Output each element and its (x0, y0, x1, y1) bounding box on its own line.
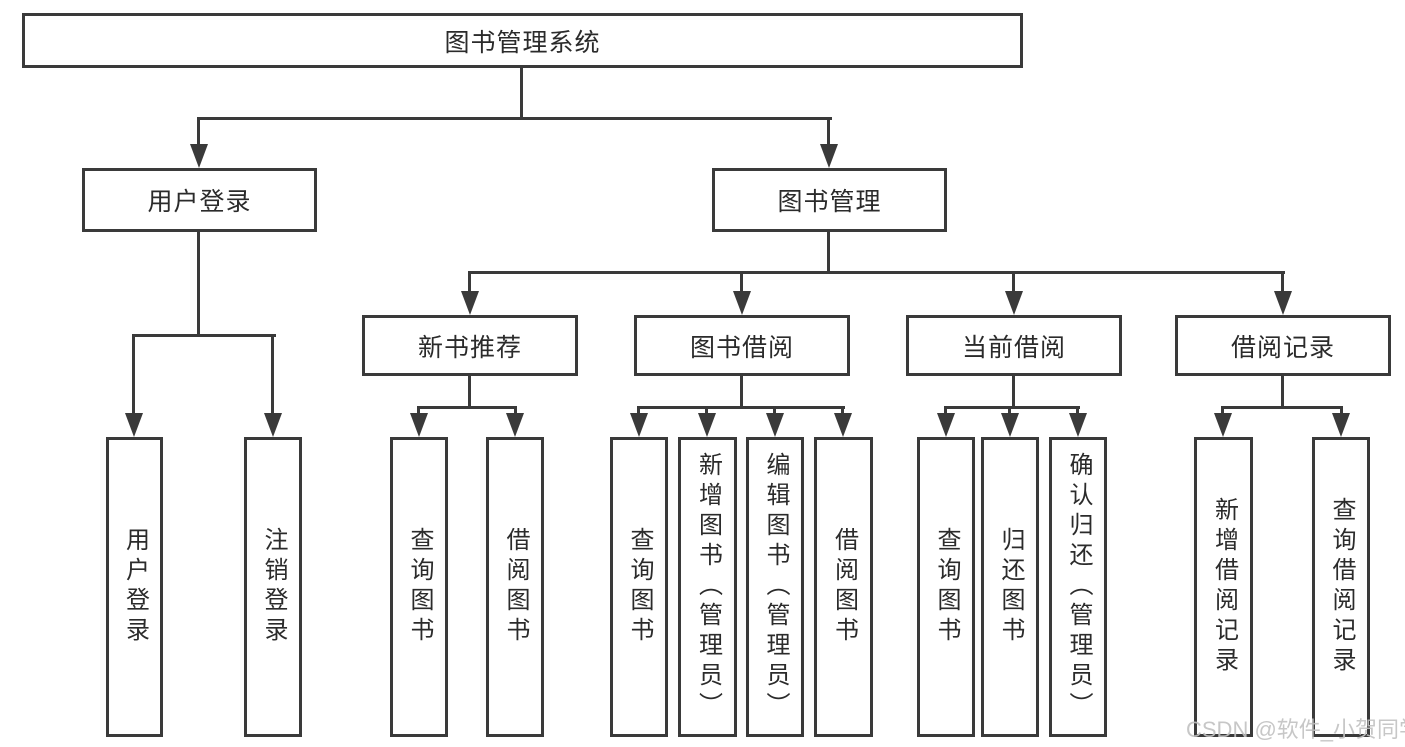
connector-newbooks-bar (417, 406, 517, 409)
node-book-management-label: 图书管理 (777, 188, 882, 216)
leaf-user-login-label: 用户登录 (121, 527, 149, 647)
leaf-records-query: 查询借阅记录 (1312, 437, 1370, 737)
node-book-management: 图书管理 (712, 168, 947, 232)
arrowhead-down-icon (834, 413, 852, 437)
connector-bookborrow-stem (740, 374, 743, 408)
connector-login-stem (197, 231, 200, 337)
node-new-books-label: 新书推荐 (417, 333, 522, 362)
connector-level2-bar (468, 271, 1285, 274)
arrowhead-down-icon (1274, 291, 1292, 315)
leaf-current-return-label: 归还图书 (997, 527, 1024, 647)
connector-currentborrow-stem (1012, 374, 1015, 408)
connector-bookborrow-bar (637, 406, 845, 409)
node-current-borrow-label: 当前借阅 (961, 333, 1066, 362)
leaf-logout: 注销登录 (244, 437, 302, 737)
connector-drop-logout (271, 334, 274, 416)
leaf-bookborrow-edit-label: 编辑图书（管理员） (762, 452, 789, 722)
leaf-bookborrow-query-label: 查询图书 (626, 527, 653, 647)
arrowhead-down-icon (410, 413, 428, 437)
arrowhead-down-icon (630, 413, 648, 437)
arrowhead-down-icon (733, 291, 751, 315)
leaf-newbooks-borrow-label: 借阅图书 (502, 527, 529, 647)
leaf-records-query-label: 查询借阅记录 (1328, 497, 1355, 677)
node-current-borrow: 当前借阅 (906, 315, 1122, 376)
arrowhead-down-icon (1005, 291, 1023, 315)
node-user-login-label: 用户登录 (147, 188, 252, 216)
arrowhead-down-icon (1069, 413, 1087, 437)
leaf-bookborrow-borrow-label: 借阅图书 (830, 527, 858, 647)
arrowhead-down-icon (190, 144, 208, 168)
connector-login-bar (132, 334, 276, 337)
leaf-current-return: 归还图书 (981, 437, 1039, 737)
arrowhead-down-icon (125, 413, 143, 437)
leaf-current-confirm-label: 确认归还（管理员） (1065, 452, 1092, 722)
connector-drop-bookborrow (740, 271, 743, 295)
connector-management-stem (827, 231, 830, 274)
connector-drop-userlogin (132, 334, 135, 416)
leaf-bookborrow-borrow: 借阅图书 (814, 437, 873, 737)
connector-borrowrecords-stem (1281, 374, 1284, 408)
leaf-newbooks-query: 查询图书 (390, 437, 448, 737)
connector-drop-newbooks (468, 271, 471, 295)
leaf-current-query: 查询图书 (917, 437, 975, 737)
leaf-newbooks-borrow: 借阅图书 (486, 437, 544, 737)
leaf-bookborrow-add: 新增图书（管理员） (678, 437, 737, 737)
leaf-current-query-label: 查询图书 (933, 527, 960, 647)
leaf-user-login: 用户登录 (106, 437, 163, 737)
leaf-bookborrow-query: 查询图书 (610, 437, 668, 737)
connector-level1-bar (197, 117, 832, 120)
leaf-newbooks-query-label: 查询图书 (406, 527, 433, 647)
connector-root-stem (520, 66, 523, 118)
arrowhead-down-icon (461, 291, 479, 315)
arrowhead-down-icon (264, 413, 282, 437)
csdn-watermark: CSDN @软件_小贺同学 (1186, 717, 1405, 742)
arrowhead-down-icon (506, 413, 524, 437)
connector-drop-login (197, 117, 200, 151)
connector-newbooks-stem (468, 374, 471, 408)
node-root-label: 图书管理系统 (444, 28, 601, 57)
node-borrow-records-label: 借阅记录 (1230, 333, 1335, 362)
node-user-login: 用户登录 (82, 168, 317, 232)
arrowhead-down-icon (766, 413, 784, 437)
connector-borrowrecords-bar (1221, 406, 1343, 409)
leaf-bookborrow-edit: 编辑图书（管理员） (746, 437, 804, 737)
leaf-records-add: 新增借阅记录 (1194, 437, 1253, 737)
leaf-logout-label: 注销登录 (260, 527, 287, 647)
connector-drop-management (827, 117, 830, 151)
node-new-books: 新书推荐 (362, 315, 578, 376)
arrowhead-down-icon (1214, 413, 1232, 437)
leaf-current-confirm: 确认归还（管理员） (1049, 437, 1107, 737)
connector-drop-borrowrecords (1281, 271, 1284, 295)
node-book-borrow: 图书借阅 (634, 315, 850, 376)
connector-currentborrow-bar (944, 406, 1080, 409)
arrowhead-down-icon (937, 413, 955, 437)
arrowhead-down-icon (1332, 413, 1350, 437)
arrowhead-down-icon (698, 413, 716, 437)
arrowhead-down-icon (1001, 413, 1019, 437)
connector-drop-currentborrow (1012, 271, 1015, 295)
leaf-records-add-label: 新增借阅记录 (1210, 497, 1238, 677)
node-book-borrow-label: 图书借阅 (689, 333, 794, 362)
node-root: 图书管理系统 (22, 13, 1023, 68)
node-borrow-records: 借阅记录 (1175, 315, 1391, 376)
arrowhead-down-icon (820, 144, 838, 168)
leaf-bookborrow-add-label: 新增图书（管理员） (694, 452, 722, 722)
